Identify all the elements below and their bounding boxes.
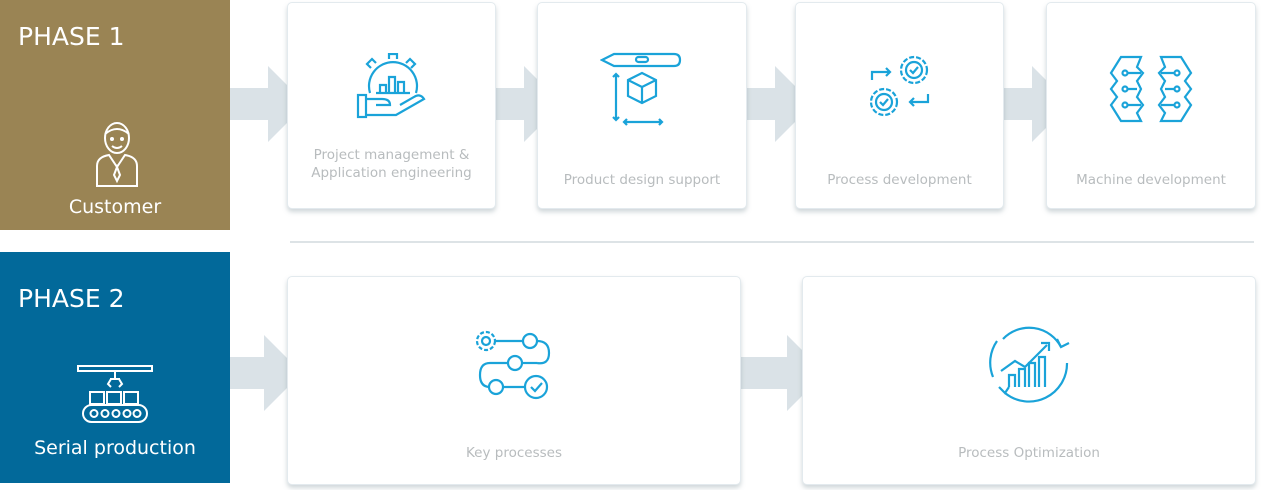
card-label-line1: Project management &: [313, 147, 470, 163]
arrow-right-icon: [745, 66, 813, 142]
card-label: Process Optimization: [958, 445, 1100, 461]
pen-cube-icon: [600, 52, 682, 126]
phase-2-title: PHASE 2: [18, 284, 125, 313]
card-label: Process development: [827, 172, 972, 188]
process-flow-icon: [475, 330, 551, 400]
card-label-line2: Application engineering: [311, 165, 472, 181]
phase-2-label: Serial production: [34, 437, 196, 459]
phase-1-label: Customer: [68, 196, 162, 218]
growth-cycle-icon: [989, 326, 1070, 403]
phase-2-panel: PHASE 2 Serial production: [0, 252, 230, 483]
card-product-design[interactable]: Product design support: [537, 2, 747, 209]
phase-divider: [290, 241, 1254, 243]
card-project-management[interactable]: Project management & Application enginee…: [287, 2, 496, 209]
gear-chart-hand-icon: [356, 53, 426, 119]
phase-1-panel: PHASE 1 Customer: [0, 0, 230, 230]
arrow-right-icon: [494, 66, 562, 142]
card-process-development[interactable]: Process development: [795, 2, 1004, 209]
card-label: Product design support: [563, 172, 721, 188]
phase-1-title: PHASE 1: [18, 22, 125, 51]
conveyor-icon: [77, 365, 153, 423]
gears-cycle-icon: [869, 55, 929, 117]
arrow-right-icon: [1002, 66, 1070, 142]
card-machine-development[interactable]: Machine development: [1046, 2, 1256, 209]
card-label: Key processes: [466, 445, 562, 461]
card-process-optimization[interactable]: Process Optimization: [802, 276, 1256, 485]
arrow-right-icon: [230, 335, 302, 411]
card-key-processes[interactable]: Key processes: [287, 276, 741, 485]
card-label: Machine development: [1076, 172, 1226, 188]
circuit-icon: [1109, 55, 1193, 123]
customer-icon: [96, 122, 138, 187]
